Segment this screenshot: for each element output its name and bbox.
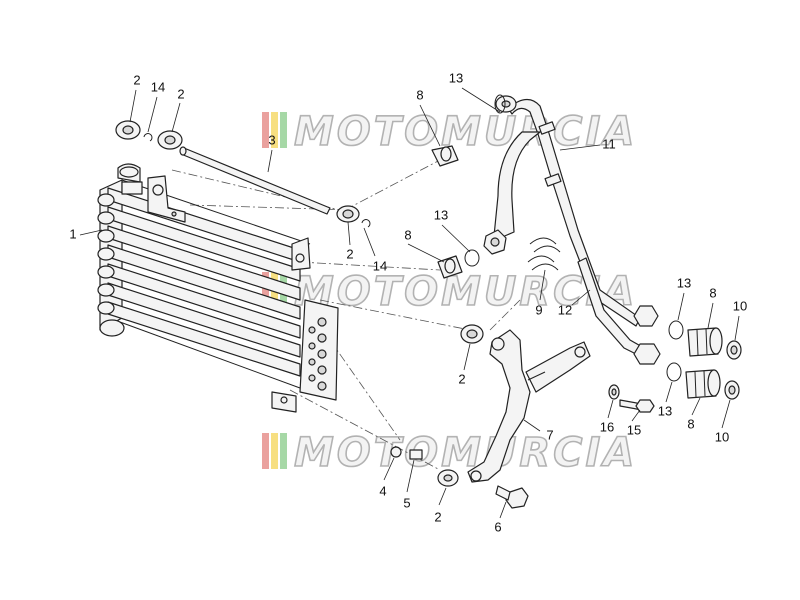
fitting-right-upper xyxy=(687,327,723,357)
o-ring-right-lower xyxy=(666,362,682,382)
callout-12-oil-line: 12 xyxy=(558,302,572,317)
washer-lower xyxy=(724,380,740,400)
o-ring-right-upper xyxy=(668,320,684,340)
svg-text:MOTOMURCIA: MOTOMURCIA xyxy=(294,269,637,315)
hose-clamps xyxy=(527,237,561,271)
watermark-middle: MOTOMURCIA MOTOMURCIA xyxy=(262,268,637,316)
callout-6-screw: 6 xyxy=(494,519,501,534)
rod xyxy=(179,146,331,215)
screw-6 xyxy=(495,485,529,509)
callout-14-clip-right: 14 xyxy=(373,258,387,273)
leader-lines xyxy=(79,87,740,519)
callout-15-bolt: 15 xyxy=(627,422,641,437)
o-ring-mid xyxy=(464,249,480,267)
callout-13-o-ring-right-lower: 13 xyxy=(658,403,672,418)
banjo-fitting-top xyxy=(495,95,517,113)
grommet-top-mid xyxy=(157,130,183,150)
callout-9-hose-clamps: 9 xyxy=(535,302,542,317)
washer-upper xyxy=(726,340,742,360)
svg-text:MOTOMURCIA: MOTOMURCIA xyxy=(294,430,637,476)
bolt-15 xyxy=(619,399,655,413)
callout-2-grommet-right: 2 xyxy=(346,246,353,261)
callout-13-o-ring-right-upper: 13 xyxy=(677,275,691,290)
grommet-bottom xyxy=(437,469,459,487)
callout-13-o-ring-top: 13 xyxy=(449,70,463,85)
washer-16 xyxy=(608,384,620,400)
callout-11-oil-line: 11 xyxy=(602,136,616,151)
svg-text:MOTOMURCIA: MOTOMURCIA xyxy=(294,430,637,476)
svg-text:MOTOMURCIA: MOTOMURCIA xyxy=(294,109,637,155)
clip-top xyxy=(143,133,153,142)
oil-cooler xyxy=(97,163,339,413)
callout-10-washer-lower: 10 xyxy=(715,429,729,444)
spacer-4 xyxy=(390,446,402,458)
callout-2-grommet-top-left: 2 xyxy=(133,72,140,87)
fitting-top xyxy=(431,145,459,167)
callout-3-rod: 3 xyxy=(268,132,275,147)
callout-2-grommet-top-mid: 2 xyxy=(177,86,184,101)
callout-8-fitting-mid: 8 xyxy=(404,227,411,242)
mounting-bracket xyxy=(467,329,591,483)
watermark-bottom: MOTOMURCIA MOTOMURCIA xyxy=(262,429,637,477)
grommet-center xyxy=(460,324,484,344)
callout-1-oil-cooler: 1 xyxy=(69,226,76,241)
callout-2-grommet-center: 2 xyxy=(458,371,465,386)
callout-8-fitting-top: 8 xyxy=(416,87,423,102)
svg-text:MOTOMURCIA: MOTOMURCIA xyxy=(294,269,637,315)
callout-8-fitting-right-upper: 8 xyxy=(709,285,716,300)
watermark-top: MOTOMURCIA MOTOMURCIA xyxy=(262,108,637,156)
o-ring-top xyxy=(494,94,506,114)
callout-14-clip-top: 14 xyxy=(151,79,165,94)
grommet-right xyxy=(336,205,360,223)
svg-text:MOTOMURCIA: MOTOMURCIA xyxy=(294,109,637,155)
callout-16-washer: 16 xyxy=(600,419,614,434)
banjo-fitting-mid xyxy=(483,229,507,255)
fitting-mid xyxy=(437,255,463,279)
grommet-top-left xyxy=(115,120,141,140)
callout-2-grommet-bottom: 2 xyxy=(434,509,441,524)
oil-line-12 xyxy=(577,257,661,365)
spacer-5 xyxy=(409,449,423,460)
callout-13-o-ring-mid: 13 xyxy=(434,207,448,222)
fitting-right-lower xyxy=(685,369,721,399)
callout-4-spacer: 4 xyxy=(379,483,386,498)
callout-5-spacer: 5 xyxy=(403,495,410,510)
callout-10-washer-upper: 10 xyxy=(733,298,747,313)
callout-labels: 2 14 2 3 8 13 11 1 2 14 13 8 9 12 13 8 1… xyxy=(69,70,747,534)
callout-7-bracket: 7 xyxy=(546,427,553,442)
clip-right xyxy=(361,219,371,228)
callout-8-fitting-right-lower: 8 xyxy=(687,416,694,431)
